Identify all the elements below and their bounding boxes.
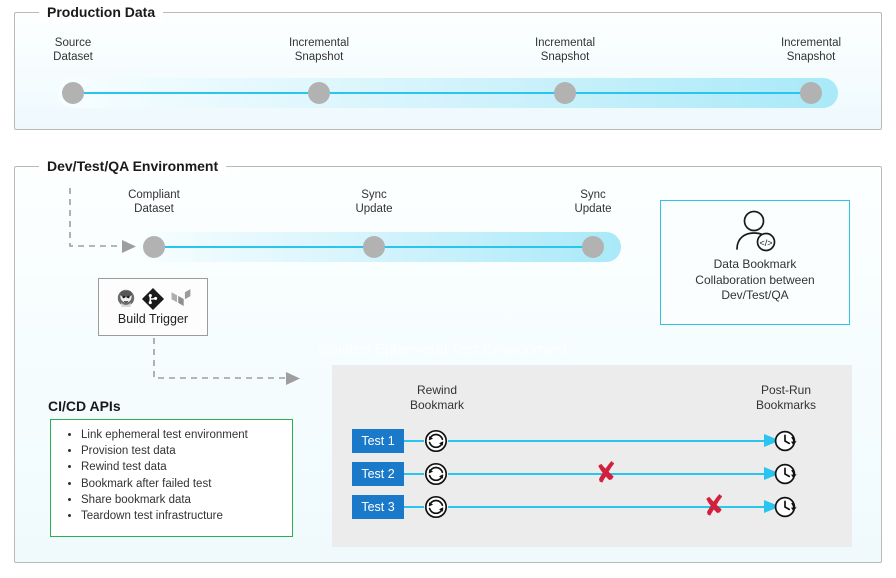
post-run-bookmark-icon (774, 429, 798, 453)
cicd-apis-title: CI/CD APIs (48, 398, 121, 414)
production-timeline-line (73, 92, 811, 94)
cicd-apis-list: Link ephemeral test environment Provisio… (55, 427, 288, 524)
build-trigger-box[interactable]: Build Trigger (98, 278, 208, 336)
label-line-1: Incremental (288, 37, 350, 49)
production-node-label-1: Incremental Snapshot (289, 36, 349, 64)
label-line-2: Dataset (53, 51, 93, 63)
production-data-legend: Production Data (39, 2, 164, 22)
label-line-2: Snapshot (540, 51, 590, 63)
rewind-bookmark-icon (424, 462, 448, 486)
collab-line-3: Dev/Test/QA (721, 288, 789, 302)
isolated-ephemeral-test-environment-watermark: Isolated Ephemeral Test Environment (318, 341, 568, 358)
rewind-bookmark-icon (424, 429, 448, 453)
label-line-2: Snapshot (294, 51, 344, 63)
svg-text:</>: </> (759, 238, 772, 248)
test-run-line-1 (448, 440, 770, 442)
production-data-panel: Production Data (14, 2, 882, 130)
production-node-1 (308, 82, 330, 104)
list-item: Share bookmark data (81, 492, 288, 508)
test-rewind-stub-1 (404, 440, 424, 442)
test-chip-1[interactable]: Test 1 (352, 429, 404, 453)
rewind-bookmark-icon (424, 495, 448, 519)
header-line-1: Rewind (416, 383, 458, 397)
test-chip-3[interactable]: Test 3 (352, 495, 404, 519)
label-line-1: Sync (361, 189, 387, 201)
test-rewind-stub-3 (404, 506, 424, 508)
production-node-2 (554, 82, 576, 104)
terraform-icon (169, 288, 191, 310)
test-run-arrowhead-1 (764, 434, 780, 447)
label-line-1: Source (54, 37, 92, 49)
production-node-3 (800, 82, 822, 104)
label-line-2: Update (355, 203, 393, 215)
label-line-1: Compliant (128, 189, 180, 201)
data-bookmark-collaboration-box: </> Data Bookmark Collaboration between … (660, 200, 850, 325)
git-icon (141, 287, 165, 311)
label-line-2: Snapshot (786, 51, 836, 63)
rewind-bookmark-column-header: Rewind Bookmark (410, 383, 464, 413)
label-line-1: Sync (580, 189, 606, 201)
test-run-panel (332, 365, 852, 547)
header-line-2: Bookmarks (755, 398, 817, 412)
dev-node-0 (143, 236, 165, 258)
test-failure-marker-2: ✘ (592, 456, 620, 491)
label-line-2: Update (574, 203, 612, 215)
test-run-line-3 (448, 506, 770, 508)
post-run-bookmark-icon (774, 495, 798, 519)
list-item: Teardown test infrastructure (81, 508, 288, 524)
production-node-label-0: Source Dataset (53, 36, 93, 64)
collab-line-2: Collaboration between (695, 272, 815, 287)
dev-node-label-1: Sync Update (355, 188, 392, 216)
list-item: Link ephemeral test environment (81, 427, 288, 443)
collab-line-1: Data Bookmark (713, 257, 797, 271)
test-run-line-2 (448, 473, 770, 475)
production-node-0 (62, 82, 84, 104)
post-run-bookmark-icon (774, 462, 798, 486)
build-trigger-to-test-dashed-arrow (153, 338, 300, 385)
test-failure-marker-3: ✘ (700, 489, 728, 524)
dev-node-2 (582, 236, 604, 258)
test-chip-2[interactable]: Test 2 (352, 462, 404, 486)
cicd-apis-box: Link ephemeral test environment Provisio… (50, 419, 293, 537)
test-rewind-stub-2 (404, 473, 424, 475)
test-run-arrowhead-3 (764, 500, 780, 513)
production-to-dev-dashed-arrow (69, 188, 136, 253)
list-item: Bookmark after failed test (81, 476, 288, 492)
dev-node-label-0: Compliant Dataset (128, 188, 180, 216)
header-line-2: Bookmark (409, 398, 465, 412)
production-node-label-3: Incremental Snapshot (781, 36, 841, 64)
production-node-label-2: Incremental Snapshot (535, 36, 595, 64)
jenkins-icon (115, 288, 137, 310)
header-line-1: Post-Run (760, 383, 812, 397)
label-line-1: Incremental (780, 37, 842, 49)
test-run-arrowhead-2 (764, 467, 780, 480)
build-trigger-label: Build Trigger (117, 312, 189, 326)
list-item: Rewind test data (81, 459, 288, 475)
label-line-1: Incremental (534, 37, 596, 49)
label-line-2: Dataset (134, 203, 174, 215)
developer-user-icon: </> (729, 209, 781, 253)
dev-test-qa-legend: Dev/Test/QA Environment (39, 156, 227, 176)
dev-node-1 (363, 236, 385, 258)
post-run-bookmarks-column-header: Post-Run Bookmarks (756, 383, 816, 413)
dev-node-label-2: Sync Update (574, 188, 611, 216)
list-item: Provision test data (81, 443, 288, 459)
